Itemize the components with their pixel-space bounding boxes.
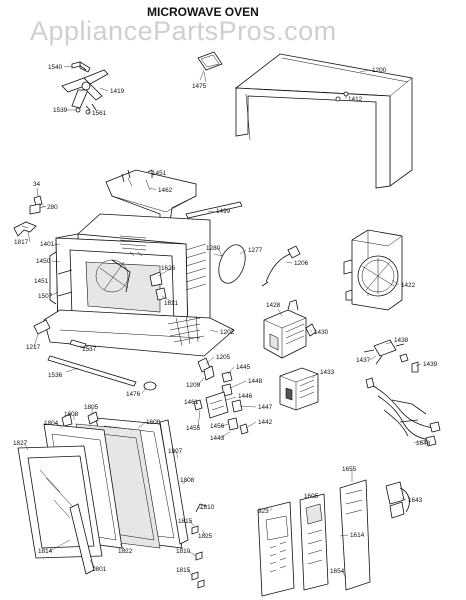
part-label-1822[interactable]: 1822 xyxy=(118,548,133,555)
part-label-1412[interactable]: 1412 xyxy=(348,96,363,103)
part-label-1614[interactable]: 1614 xyxy=(350,532,365,539)
part-label-1817[interactable]: 1817 xyxy=(14,239,29,246)
switch-group-drawing xyxy=(193,357,249,435)
door-assembly-drawing xyxy=(17,411,189,575)
part-label-1626[interactable]: 1626 xyxy=(161,265,176,272)
part-label-1461[interactable]: 1461 xyxy=(184,399,199,406)
part-label-1401[interactable]: 1401 xyxy=(40,241,55,248)
ring-1277-drawing xyxy=(213,244,246,284)
part-label-1536[interactable]: 1536 xyxy=(48,372,63,379)
clip-34-280-drawing xyxy=(29,195,47,215)
part-label-1445[interactable]: 1445 xyxy=(236,364,251,371)
part-label-1422[interactable]: 1422 xyxy=(401,282,416,289)
oven-cavity-drawing xyxy=(43,213,235,357)
part-label-1209[interactable]: 1209 xyxy=(186,382,201,389)
part-label-34[interactable]: 34 xyxy=(33,181,41,188)
part-label-1437[interactable]: 1437 xyxy=(356,357,371,364)
part-label-1805[interactable]: 1805 xyxy=(84,404,99,411)
part-label-1430[interactable]: 1430 xyxy=(314,329,329,336)
stirrer-blade-drawing xyxy=(61,61,109,111)
part-label-1448[interactable]: 1448 xyxy=(248,378,263,385)
part-label-1801[interactable]: 1801 xyxy=(92,566,107,573)
part-label-1655[interactable]: 1655 xyxy=(342,466,357,473)
part-label-1810-top[interactable]: 1810 xyxy=(200,504,215,511)
part-label-1507[interactable]: 1507 xyxy=(38,293,53,300)
latch-pins-drawing xyxy=(191,503,207,589)
misc-small-parts-drawing xyxy=(33,61,349,391)
part-label-1442[interactable]: 1442 xyxy=(258,419,273,426)
control-panel-drawing xyxy=(257,479,410,597)
part-label-1202[interactable]: 1202 xyxy=(220,329,235,336)
part-label-1643[interactable]: 1643 xyxy=(408,497,423,504)
part-label-1815-bottom[interactable]: 1815 xyxy=(176,567,191,574)
part-label-1825[interactable]: 1825 xyxy=(198,533,213,540)
transformer-drawing xyxy=(279,367,319,411)
part-label-1475[interactable]: 1475 xyxy=(192,83,207,90)
part-label-1476[interactable]: 1476 xyxy=(126,391,141,398)
part-label-1808-top[interactable]: 1808 xyxy=(64,411,79,418)
part-label-1428[interactable]: 1428 xyxy=(266,302,281,309)
part-label-1205[interactable]: 1205 xyxy=(216,354,231,361)
diagram-title: MICROWAVE OVEN xyxy=(147,5,259,19)
part-label-1433[interactable]: 1433 xyxy=(320,369,335,376)
part-label-1446[interactable]: 1446 xyxy=(238,393,253,400)
part-label-1648[interactable]: 1648 xyxy=(416,440,431,447)
part-label-1827[interactable]: 1827 xyxy=(13,440,28,447)
part-label-1815-top[interactable]: 1815 xyxy=(178,518,193,525)
thermal-1430-drawing xyxy=(305,323,317,337)
part-label-1438[interactable]: 1438 xyxy=(394,337,409,344)
part-label-1621[interactable]: 1621 xyxy=(164,300,179,307)
leader-lines xyxy=(23,65,427,579)
part-label-1807[interactable]: 1807 xyxy=(168,448,183,455)
part-label-1200[interactable]: 1200 xyxy=(372,67,387,74)
rail-1499-drawing xyxy=(185,201,243,219)
part-label-1540[interactable]: 1540 xyxy=(48,64,63,71)
part-label-1561[interactable]: 1561 xyxy=(92,110,107,117)
part-label-1277[interactable]: 1277 xyxy=(248,247,263,254)
part-label-1280[interactable]: 1280 xyxy=(206,245,221,252)
magnetron-drawing xyxy=(263,299,307,359)
part-label-1499[interactable]: 1499 xyxy=(216,208,231,215)
wire-harness-drawing xyxy=(365,377,441,447)
top-bracket-drawing xyxy=(105,169,197,229)
watermark-text: AppliancePartsPros.com xyxy=(30,16,337,46)
plate-1475-drawing xyxy=(197,51,223,81)
outer-cabinet-drawing xyxy=(234,53,413,189)
bracket-1817-drawing xyxy=(13,221,37,237)
capacitor-drawing xyxy=(363,339,419,373)
part-label-1450[interactable]: 1450 xyxy=(36,258,51,265)
part-label-1217[interactable]: 1217 xyxy=(26,344,41,351)
part-label-1456[interactable]: 1456 xyxy=(210,423,225,430)
part-label-1539[interactable]: 1539 xyxy=(53,107,68,114)
part-label-1451-top[interactable]: 1451 xyxy=(152,170,167,177)
part-label-1810-bottom[interactable]: 1810 xyxy=(176,548,191,555)
part-label-1804[interactable]: 1804 xyxy=(44,420,59,427)
part-label-1462[interactable]: 1462 xyxy=(158,187,173,194)
part-label-1443[interactable]: 1443 xyxy=(210,435,225,442)
part-label-1608[interactable]: 1608 xyxy=(146,419,161,426)
cord-1206-drawing xyxy=(261,245,301,287)
blower-assembly-drawing xyxy=(343,229,403,311)
part-label-1455[interactable]: 1455 xyxy=(186,425,201,432)
part-label-1605[interactable]: 1605 xyxy=(304,493,319,500)
part-label-1654[interactable]: 1654 xyxy=(330,568,345,575)
part-label-1451-side[interactable]: 1451 xyxy=(34,278,49,285)
part-label-280[interactable]: 280 xyxy=(47,204,58,211)
part-label-1439[interactable]: 1439 xyxy=(423,361,438,368)
part-label-923[interactable]: 923 xyxy=(258,508,269,515)
part-label-1419[interactable]: 1419 xyxy=(110,88,125,95)
part-label-1814[interactable]: 1814 xyxy=(38,548,53,555)
part-label-1447[interactable]: 1447 xyxy=(258,404,273,411)
part-label-1206[interactable]: 1206 xyxy=(294,260,309,267)
part-label-1537[interactable]: 1537 xyxy=(82,346,97,353)
